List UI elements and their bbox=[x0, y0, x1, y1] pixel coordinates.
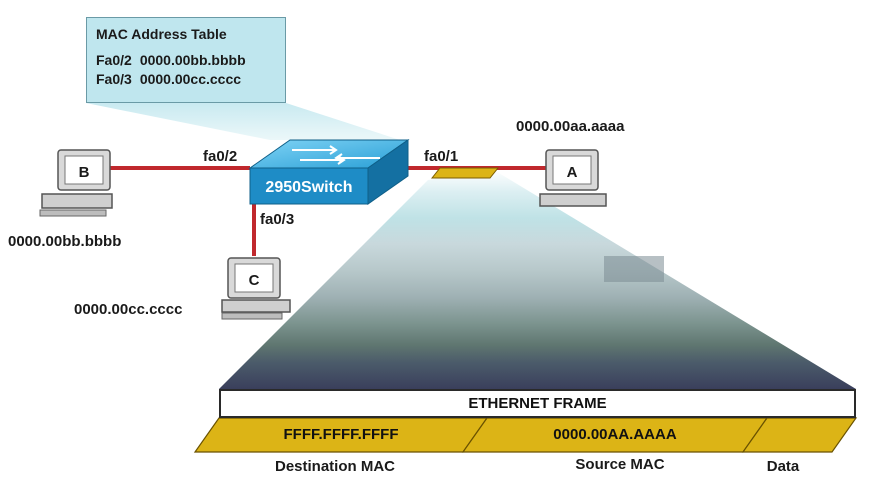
mac-table-mac: 0000.00cc.cccc bbox=[139, 71, 242, 87]
mac-table-port: Fa0/2 bbox=[96, 52, 132, 68]
port-label-fa0-3: fa0/3 bbox=[260, 211, 294, 228]
host-b-mac: 0000.00bb.bbbb bbox=[8, 233, 121, 250]
mac-table-port: Fa0/3 bbox=[96, 71, 132, 87]
port-label-fa0-1: fa0/1 bbox=[424, 148, 458, 165]
mac-table-title: MAC Address Table bbox=[96, 26, 227, 42]
host-a-mac: 0000.00aa.aaaa bbox=[516, 118, 625, 135]
host-a-letter: A bbox=[567, 164, 578, 181]
port-label-fa0-2: fa0/2 bbox=[203, 148, 237, 165]
port-fa0-1-marker bbox=[430, 167, 500, 179]
source-mac-value: 0000.00AA.AAAA bbox=[553, 426, 677, 443]
frame-expansion-beam bbox=[219, 170, 856, 389]
host-c-letter: C bbox=[249, 272, 260, 289]
destination-mac-caption: Destination MAC bbox=[275, 458, 395, 475]
ethernet-frame-title: ETHERNET FRAME bbox=[219, 389, 856, 418]
host-c-mac: 0000.00cc.cccc bbox=[74, 301, 182, 318]
mac-table-row: Fa0/2 0000.00bb.bbbb bbox=[96, 51, 285, 70]
frame-field-data[interactable] bbox=[741, 417, 858, 453]
data-caption: Data bbox=[766, 458, 800, 475]
destination-mac-value: FFFF.FFFF.FFFF bbox=[283, 426, 399, 443]
mac-table-row: Fa0/3 0000.00cc.cccc bbox=[96, 70, 285, 89]
mac-table-callout bbox=[86, 103, 400, 140]
source-mac-caption: Source MAC bbox=[575, 456, 665, 473]
host-b-letter: B bbox=[79, 164, 90, 181]
computer-icon-c[interactable]: C bbox=[221, 257, 291, 320]
beam-band bbox=[604, 256, 664, 282]
mac-address-table: MAC Address Table Fa0/2 0000.00bb.bbbb Fa… bbox=[86, 17, 286, 103]
computer-icon-b[interactable]: B bbox=[39, 149, 113, 217]
switch-label: 2950Switch bbox=[265, 179, 352, 196]
switch-icon[interactable]: 2950Switch bbox=[248, 139, 410, 205]
computer-icon-a[interactable]: A bbox=[539, 149, 607, 207]
mac-table-mac: 0000.00bb.bbbb bbox=[139, 52, 246, 68]
